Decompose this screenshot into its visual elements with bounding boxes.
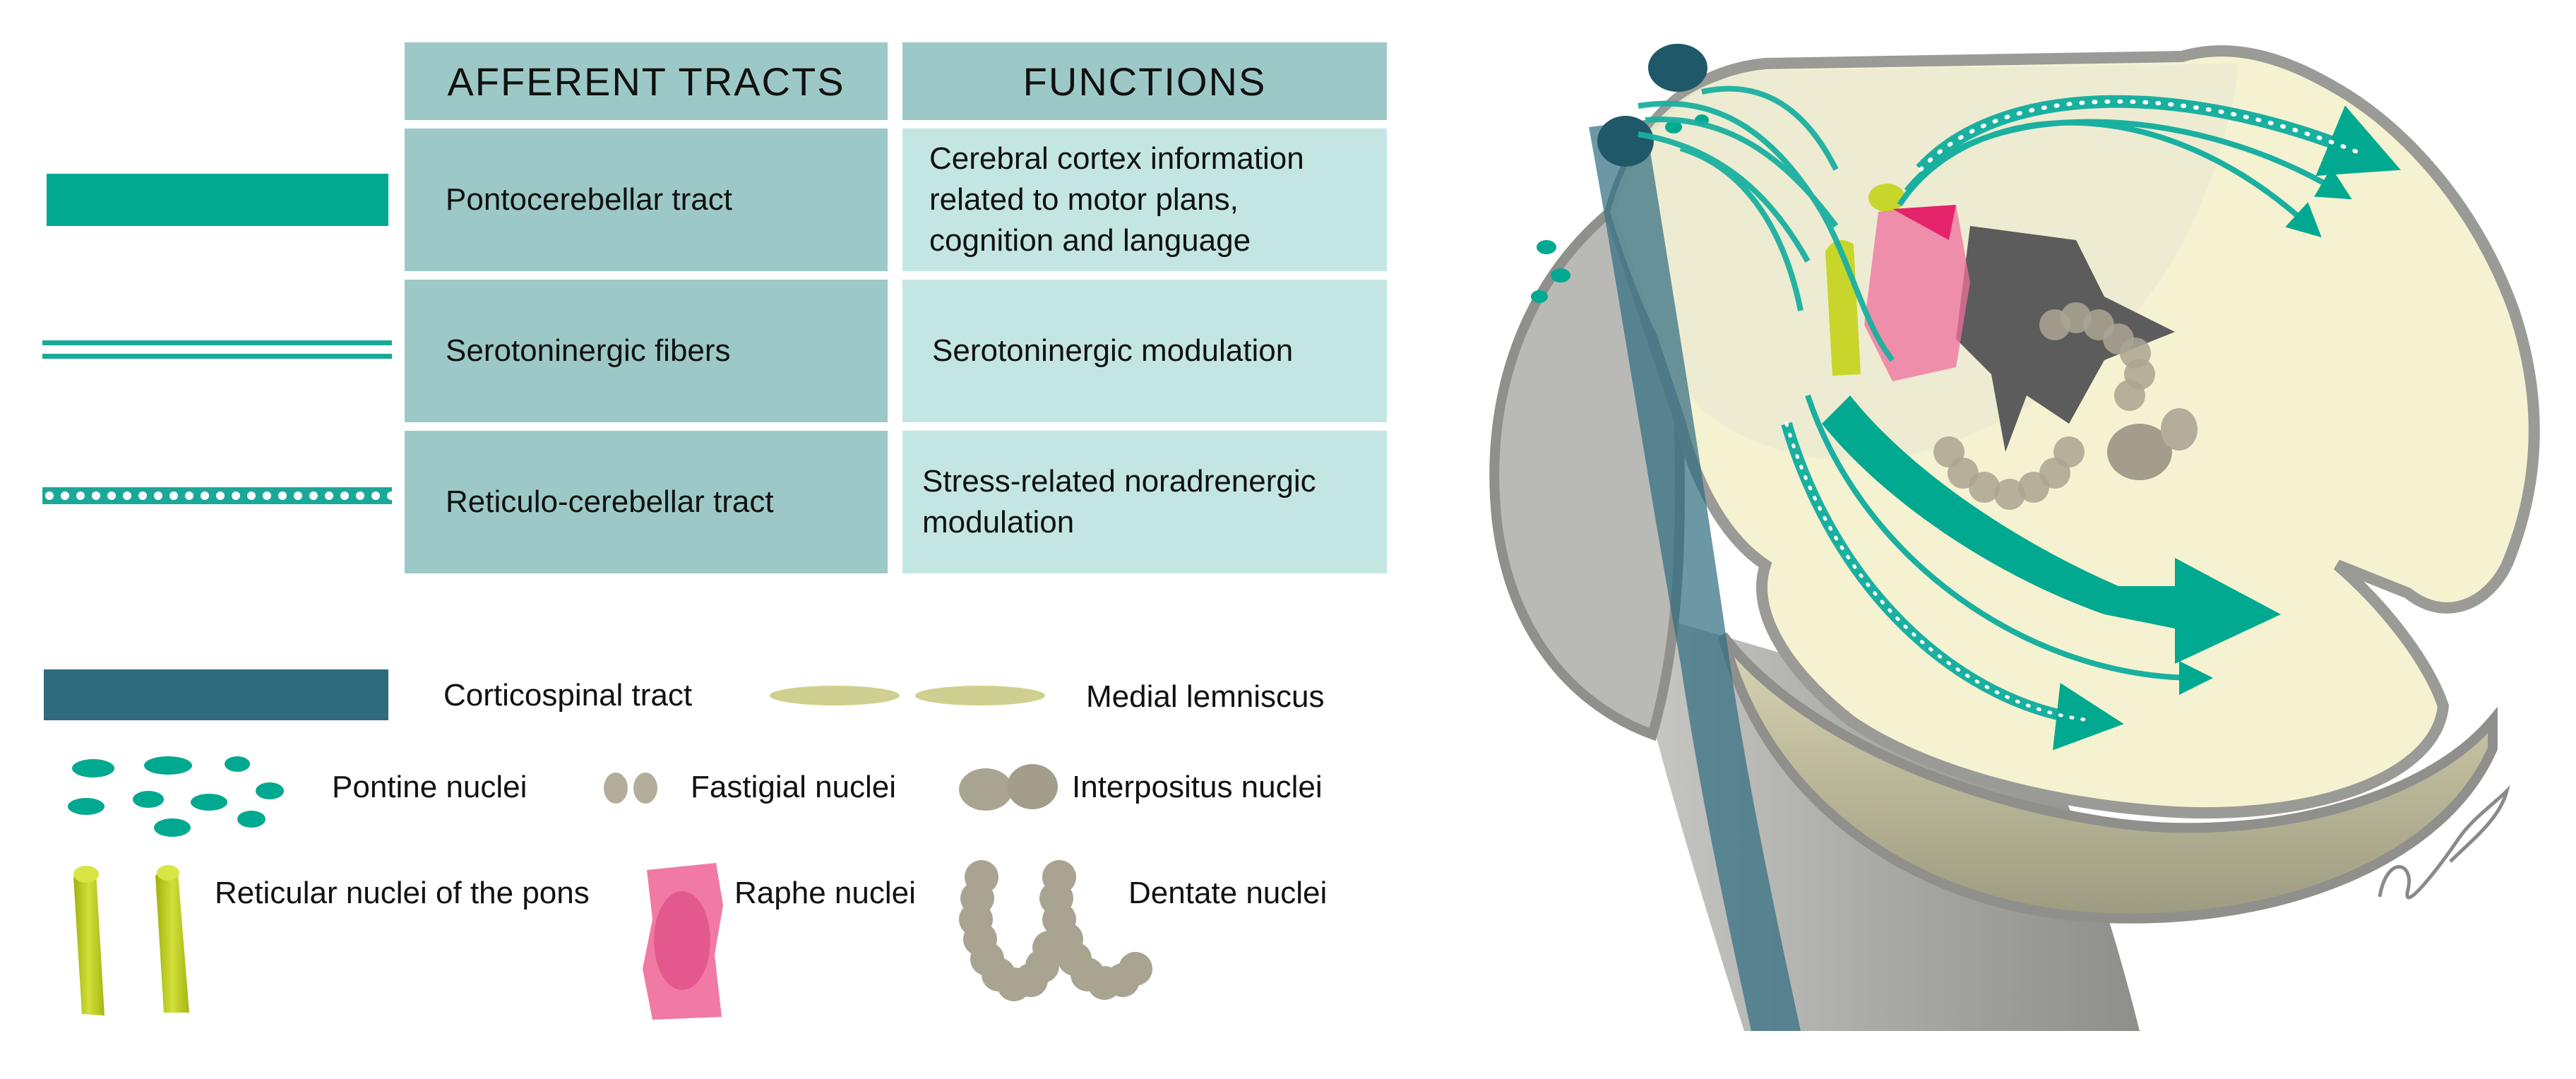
medial-lemniscus-label: Medial lemniscus bbox=[1086, 679, 1325, 714]
corticospinal-bundle-upper bbox=[1597, 116, 1654, 167]
raphe-nuclei-illustration bbox=[1864, 205, 1970, 381]
artist-signature bbox=[2378, 785, 2510, 900]
raphe-nuclei-symbol bbox=[643, 863, 723, 1020]
pontocerebellar-fibers bbox=[1638, 85, 1895, 362]
pontine-nuclei-symbol bbox=[68, 756, 284, 837]
pontine-nuclei-label: Pontine nuclei bbox=[332, 770, 527, 804]
header-functions: FUNCTIONS bbox=[902, 42, 1387, 120]
serotoninergic-arrow-upper-2 bbox=[1904, 119, 2352, 200]
reticulo-cerebellar-arrow-lower bbox=[1781, 422, 2124, 751]
corticospinal-tract-illustration bbox=[1589, 120, 1801, 1031]
serotoninergic-arrow-lower bbox=[1805, 394, 2213, 695]
pontocerebellar-line-symbol bbox=[47, 174, 388, 226]
corticospinal-symbol bbox=[44, 669, 388, 720]
medial-lemniscus-symbol bbox=[770, 686, 1045, 705]
pontocerebellar-main-arrow bbox=[1822, 395, 2281, 664]
dentate-nuclei-illustration bbox=[1933, 302, 2155, 510]
header-afferent-tracts: AFFERENT TRACTS bbox=[405, 42, 888, 120]
dentate-nuclei-label: Dentate nuclei bbox=[1128, 876, 1328, 910]
reticular-nuclei-label: Reticular nuclei of the pons bbox=[215, 876, 590, 910]
reticulo-cerebellar-line-symbol bbox=[42, 487, 392, 504]
function-cell-serotoninergic: Serotoninergic modulation bbox=[902, 280, 1387, 422]
tract-cell-reticulo-cerebellar: Reticulo-cerebellar tract bbox=[405, 431, 888, 573]
tract-cell-serotoninergic: Serotoninergic fibers bbox=[405, 280, 888, 422]
cerebellum-illustration bbox=[1489, 44, 2540, 1031]
fastigial-nuclei-label: Fastigial nuclei bbox=[691, 770, 897, 804]
interpositus-nuclei-symbol bbox=[959, 764, 1058, 811]
cerebellum-underside bbox=[1718, 632, 2498, 924]
reticular-nuclei-top bbox=[1868, 184, 1905, 212]
interpositus-nuclei-illustration bbox=[2107, 424, 2172, 480]
reticular-nuclei-symbol bbox=[73, 865, 189, 1015]
dentate-nuclei-symbol bbox=[959, 860, 1152, 1001]
corticospinal-bundle-lower bbox=[1648, 44, 1707, 92]
serotoninergic-line-symbol bbox=[42, 340, 392, 359]
raphe-nuclei-top bbox=[1892, 205, 1956, 240]
corticospinal-label: Corticospinal tract bbox=[443, 678, 693, 713]
raphe-nuclei-label: Raphe nuclei bbox=[734, 876, 916, 910]
fastigial-nuclei-illustration bbox=[2161, 408, 2198, 451]
fastigial-nuclei-symbol bbox=[604, 773, 657, 804]
tract-cell-pontocerebellar: Pontocerebellar tract bbox=[405, 129, 888, 271]
fourth-ventricle bbox=[1956, 226, 2175, 452]
interpositus-nuclei-label: Interpositus nuclei bbox=[1072, 770, 1323, 804]
